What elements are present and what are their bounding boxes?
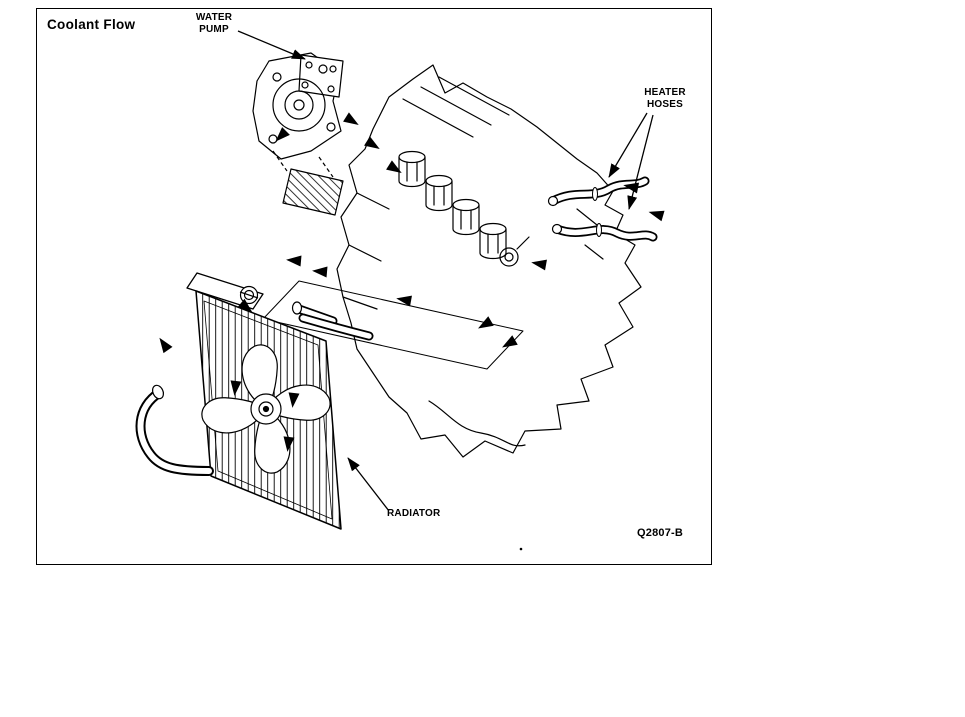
heater-hose-leader-2 <box>627 114 654 210</box>
cylinder <box>452 198 480 236</box>
lower-hose-drawing <box>135 384 214 476</box>
diagram-title: Coolant Flow <box>47 17 136 32</box>
coolant-flow-drawing <box>135 30 665 551</box>
diagram-frame: Coolant Flow WATER PUMP HEATER HOSES RAD… <box>36 8 712 565</box>
radiator-drawing <box>186 272 342 530</box>
filler-tube <box>291 301 338 326</box>
cylinder <box>398 150 426 188</box>
water-pump-drawing <box>252 52 344 216</box>
water-pump-leader <box>237 30 306 60</box>
heater-hose-leader-1 <box>608 112 648 178</box>
water-pump-label: WATER PUMP <box>195 12 233 35</box>
figure-code: Q2807-B <box>637 527 684 539</box>
figure-dot <box>519 547 523 551</box>
heater-hoses-label: HEATER HOSES <box>644 87 686 110</box>
cylinder <box>425 174 453 212</box>
fan-icon <box>201 344 331 474</box>
engine-drawing <box>262 64 642 458</box>
cylinder <box>479 222 507 260</box>
upper-hose-drawing <box>298 313 374 341</box>
radiator-leader <box>347 457 390 512</box>
radiator-cap <box>239 285 259 305</box>
leader-lines <box>237 30 654 512</box>
radiator-label: RADIATOR <box>387 508 441 519</box>
